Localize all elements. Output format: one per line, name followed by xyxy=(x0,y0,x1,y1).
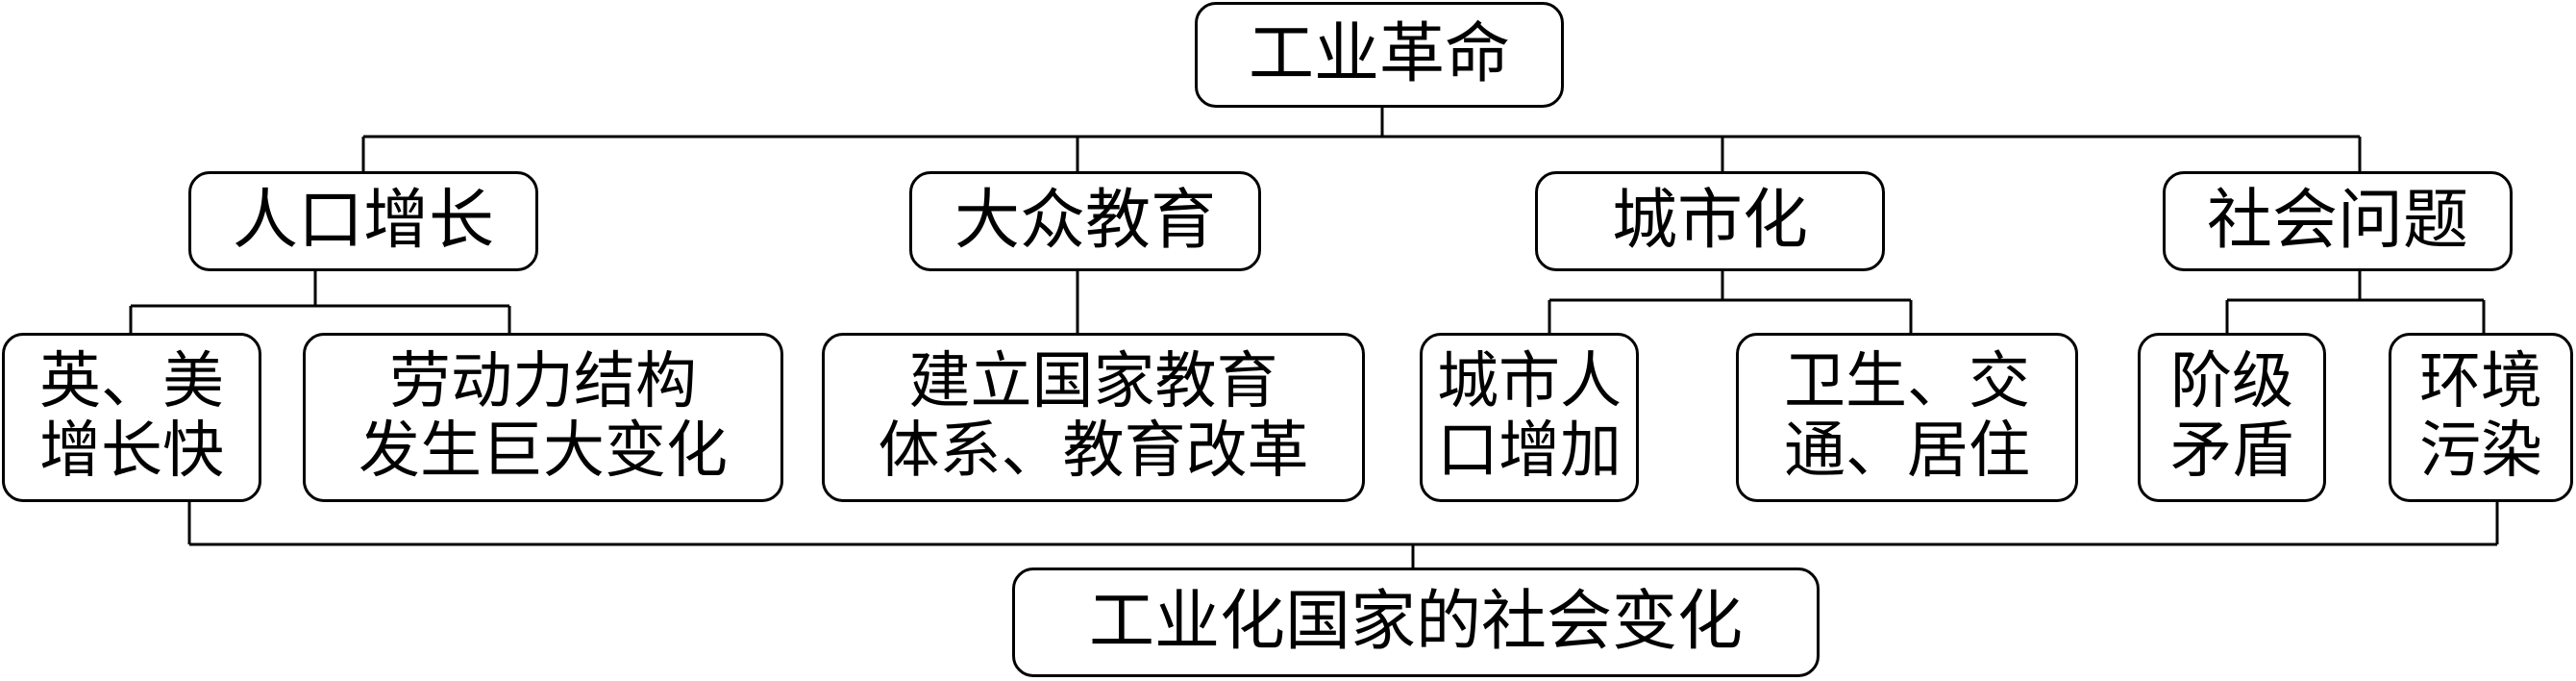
result-node: 工业化国家的社会变化 xyxy=(1012,568,1820,677)
leaf-line: 英、美 xyxy=(39,346,224,418)
branch-label: 人口增长 xyxy=(232,182,494,259)
leaf-line: 阶级 xyxy=(2170,346,2293,418)
leaf-line: 劳动力结构 xyxy=(389,346,697,418)
leaf-line: 城市人 xyxy=(1437,346,1622,418)
branch-social-problems: 社会问题 xyxy=(2163,171,2513,271)
leaf-line: 环境 xyxy=(2419,346,2542,418)
leaf-line: 卫生、交 xyxy=(1784,346,2030,418)
leaf-line: 通、居住 xyxy=(1784,416,2030,487)
result-label: 工业化国家的社会变化 xyxy=(1088,583,1743,660)
branch-population-growth: 人口增长 xyxy=(188,171,538,271)
leaf-line: 体系、教育改革 xyxy=(878,416,1309,487)
leaf-line: 增长快 xyxy=(39,416,224,487)
branch-label: 城市化 xyxy=(1611,182,1808,259)
leaf-environmental-pollution: 环境 污染 xyxy=(2389,333,2573,502)
leaf-uk-us-fast-growth: 英、美 增长快 xyxy=(2,333,261,502)
leaf-line: 口增加 xyxy=(1437,416,1622,487)
leaf-national-education-system: 建立国家教育 体系、教育改革 xyxy=(822,333,1365,502)
root-label: 工业革命 xyxy=(1248,15,1510,92)
root-node: 工业革命 xyxy=(1195,2,1564,108)
branch-mass-education: 大众教育 xyxy=(909,171,1261,271)
leaf-line: 建立国家教育 xyxy=(908,346,1278,418)
branch-label: 社会问题 xyxy=(2206,182,2468,259)
leaf-sanitation-transport-housing: 卫生、交 通、居住 xyxy=(1736,333,2078,502)
leaf-line: 污染 xyxy=(2419,416,2542,487)
leaf-class-conflict: 阶级 矛盾 xyxy=(2138,333,2326,502)
branch-label: 大众教育 xyxy=(954,182,1216,259)
leaf-line: 矛盾 xyxy=(2170,416,2293,487)
leaf-urban-population-increase: 城市人 口增加 xyxy=(1420,333,1639,502)
leaf-line: 发生巨大变化 xyxy=(359,416,728,487)
branch-urbanization: 城市化 xyxy=(1535,171,1885,271)
leaf-labor-structure-change: 劳动力结构 发生巨大变化 xyxy=(303,333,783,502)
